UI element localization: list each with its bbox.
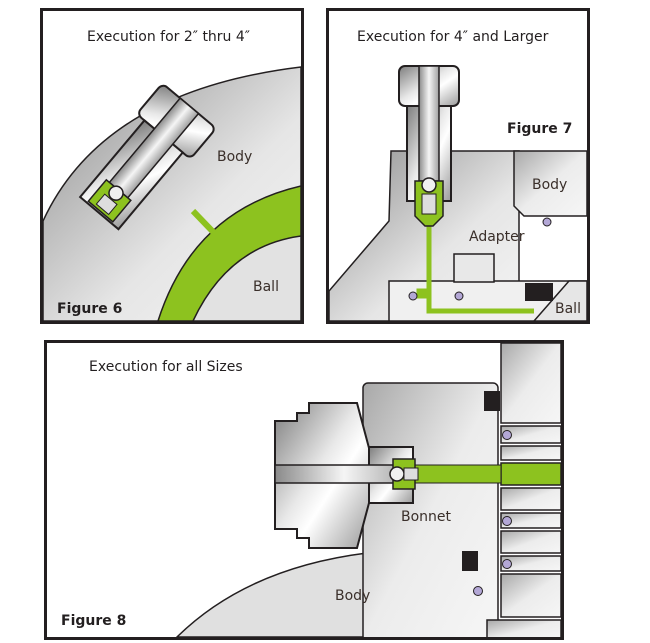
figure-6-title: Execution for 2″ thru 4″: [87, 29, 251, 45]
seat: [462, 551, 478, 571]
figure-7-panel: Execution for 4″ and Larger Figure 7 Bod…: [326, 8, 590, 324]
spring: [453, 253, 495, 283]
figure-6-panel: Execution for 2″ thru 4″ Body Ball Figur…: [40, 8, 304, 324]
ball-label: Ball: [555, 301, 581, 317]
figure-7-caption: Figure 7: [507, 121, 573, 137]
ball: [533, 280, 587, 321]
ball: [192, 235, 301, 321]
body-label: Body: [217, 149, 253, 165]
figure-7-drawing: [329, 65, 587, 321]
seat: [484, 391, 500, 411]
grease-fitting: [398, 65, 460, 227]
figure-8-title: Execution for all Sizes: [89, 359, 243, 375]
figure-8-panel: Execution for all Sizes Bonnet Body Figu…: [44, 340, 564, 640]
grease-channel: [412, 464, 502, 484]
figure-8-caption: Figure 8: [61, 613, 127, 629]
body-label: Body: [335, 588, 371, 604]
grease-fitting: [78, 84, 215, 231]
o-ring: [473, 586, 483, 596]
grease-channel: [416, 206, 534, 314]
figure-7-title: Execution for 4″ and Larger: [357, 29, 549, 45]
o-ring: [502, 516, 512, 526]
grease-channel: [190, 208, 221, 240]
adapter-label: Adapter: [469, 229, 525, 245]
figure-6-caption: Figure 6: [57, 301, 123, 317]
seat: [525, 283, 553, 301]
o-ring: [542, 217, 552, 227]
end-plates: [486, 343, 561, 637]
figure-8-drawing: [175, 343, 561, 637]
bonnet-label: Bonnet: [401, 509, 452, 525]
o-ring: [502, 559, 512, 569]
grease-fitting: [274, 402, 419, 549]
figure-6-drawing: [43, 66, 301, 321]
o-ring: [408, 291, 418, 301]
body-label: Body: [532, 177, 568, 193]
ball-label: Ball: [253, 279, 279, 295]
o-ring: [454, 291, 464, 301]
valve-body: [513, 150, 587, 217]
o-ring: [502, 430, 512, 440]
